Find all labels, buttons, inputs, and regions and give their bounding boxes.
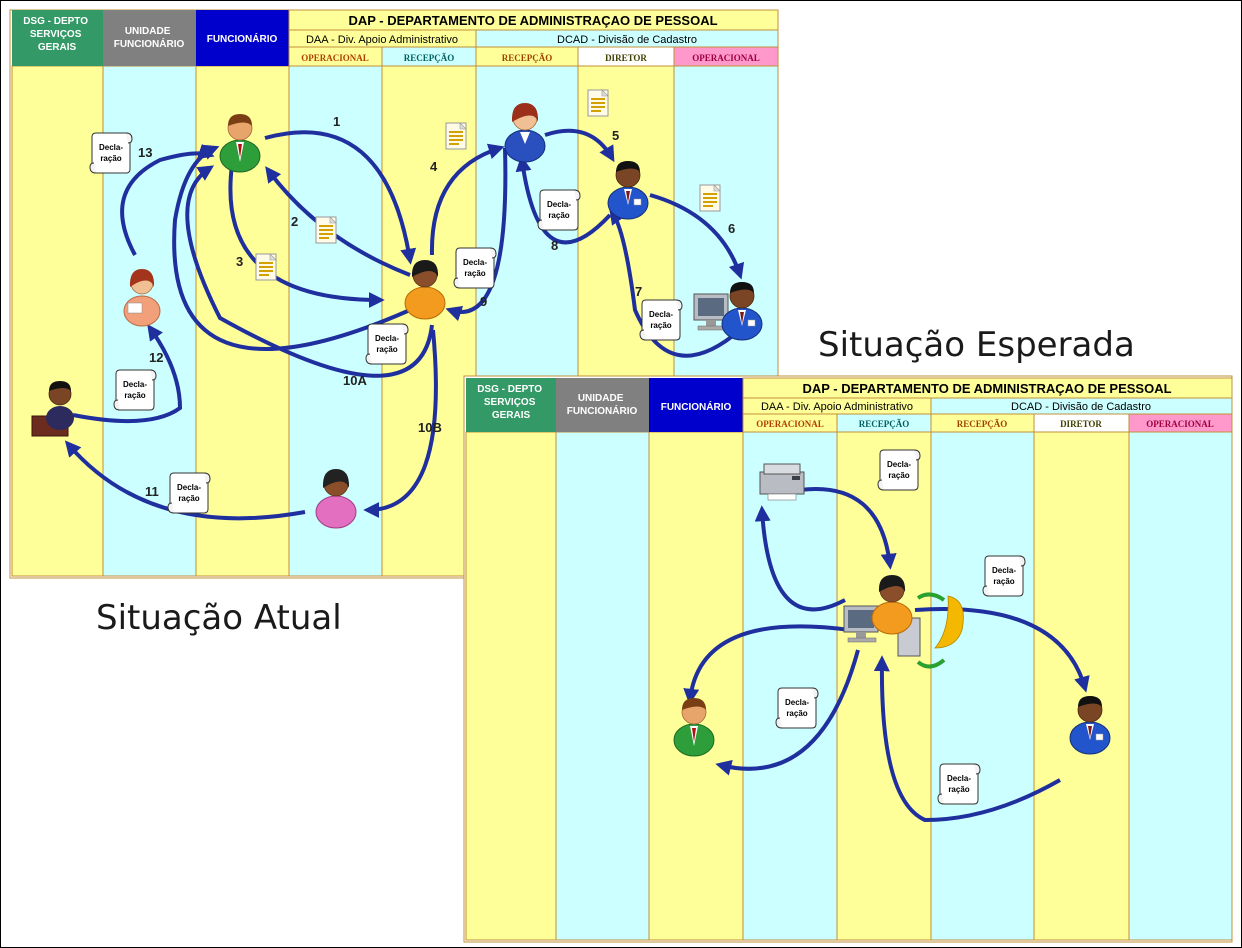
document-icon (445, 122, 467, 150)
lane-funcionario: FUNCIONÁRIO (207, 32, 278, 45)
svg-text:Decla-: Decla- (887, 460, 911, 469)
header-current: DSG - DEPTO SERVIÇOS GERAIS UNIDADE FUNC… (12, 9, 779, 67)
svg-text:Decla-: Decla- (99, 143, 123, 152)
dap-title: DAP - DEPARTAMENTO DE ADMINISTRAÇAO DE P… (802, 381, 1171, 396)
step-labels: 1 2 3 4 5 6 7 8 9 10A 10B 11 12 13 (138, 114, 735, 499)
lane-funcionario: FUNCIONÁRIO (661, 400, 732, 413)
svg-text:Decla-: Decla- (992, 566, 1016, 575)
svg-text:Decla-: Decla- (463, 258, 487, 267)
role-operacional: OPERACIONAL (692, 53, 760, 63)
dcad-title: DCAD - Divisão de Cadastro (557, 34, 697, 46)
svg-text:ração: ração (786, 709, 807, 718)
declaration-scroll-icon: Decla- ração (877, 449, 921, 491)
step-12: 12 (149, 350, 163, 365)
svg-text:ração: ração (464, 269, 485, 278)
document-icon (587, 89, 609, 117)
step-13: 13 (138, 145, 152, 160)
role-recepcao: RECEPÇÃO (957, 419, 1008, 429)
declaration-scroll-icon: Decla- ração (167, 472, 211, 514)
svg-text:ração: ração (948, 785, 969, 794)
declaration-scroll-icon: Decla- ração (775, 687, 819, 729)
svg-text:Decla-: Decla- (123, 380, 147, 389)
lane-unidade: UNIDADE FUNCIONÁRIO (567, 393, 638, 417)
step-3: 3 (236, 254, 243, 269)
svg-text:Decla-: Decla- (785, 698, 809, 707)
declaration-scroll-icon: Decla- ração (365, 323, 409, 365)
role-recepcao: RECEPÇÃO (859, 419, 910, 429)
svg-text:ração: ração (124, 391, 145, 400)
flow-arrows-expected (683, 487, 1090, 823)
header-expected: DSG - DEPTO SERVIÇOS GERAIS UNIDADE FUNC… (466, 377, 1233, 433)
step-5: 5 (612, 128, 619, 143)
lane-dsg: DSG - DEPTO SERVIÇOS GERAIS (477, 384, 545, 421)
svg-text:Decla-: Decla- (177, 483, 201, 492)
role-recepcao: RECEPÇÃO (502, 53, 553, 63)
svg-text:ração: ração (548, 211, 569, 220)
svg-text:Decla-: Decla- (547, 200, 571, 209)
role-operacional: OPERACIONAL (1146, 419, 1214, 429)
svg-text:ração: ração (993, 577, 1014, 586)
flow-arrows-current (64, 128, 745, 521)
lane-dsg: DSG - DEPTO SERVIÇOS GERAIS (23, 16, 91, 53)
step-2: 2 (291, 214, 298, 229)
declaration-scroll-icon: Decla- ração (89, 132, 133, 174)
svg-text:ração: ração (100, 154, 121, 163)
step-10a: 10A (343, 373, 367, 388)
step-8: 8 (551, 238, 558, 253)
role-recepcao: RECEPÇÃO (404, 53, 455, 63)
declaration-scroll-icon: Decla- ração (937, 763, 981, 805)
svg-text:ração: ração (178, 494, 199, 503)
caption-expected-situation: Situação Esperada (818, 325, 1135, 365)
declaration-scroll-icon: Decla- ração (982, 555, 1026, 597)
document-icon (255, 253, 277, 281)
daa-title: DAA - Div. Apoio Administrativo (306, 34, 458, 46)
svg-text:ração: ração (888, 471, 909, 480)
declaration-scroll-icon: Decla- ração (639, 299, 683, 341)
role-diretor: DIRETOR (605, 53, 647, 63)
expected-situation-diagram: DSG - DEPTO SERVIÇOS GERAIS UNIDADE FUNC… (463, 375, 1233, 943)
step-9: 9 (480, 294, 487, 309)
step-7: 7 (635, 284, 642, 299)
step-10b: 10B (418, 420, 442, 435)
declaration-scroll-icon: Decla- ração (453, 247, 497, 289)
role-operacional: OPERACIONAL (756, 419, 824, 429)
step-1: 1 (333, 114, 340, 129)
step-11: 11 (145, 484, 159, 499)
lane-unidade: UNIDADE FUNCIONÁRIO (114, 26, 185, 50)
svg-text:Decla-: Decla- (649, 310, 673, 319)
document-icon (315, 216, 337, 244)
dap-title: DAP - DEPARTAMENTO DE ADMINISTRAÇAO DE P… (348, 13, 717, 28)
svg-text:Decla-: Decla- (375, 334, 399, 343)
daa-title: DAA - Div. Apoio Administrativo (761, 401, 913, 413)
dcad-title: DCAD - Divisão de Cadastro (1011, 401, 1151, 413)
step-4: 4 (430, 159, 438, 174)
lanes-expected (465, 431, 1233, 941)
role-operacional: OPERACIONAL (301, 53, 369, 63)
role-diretor: DIRETOR (1060, 419, 1102, 429)
svg-text:Decla-: Decla- (947, 774, 971, 783)
svg-text:ração: ração (650, 321, 671, 330)
step-6: 6 (728, 221, 735, 236)
svg-text:ração: ração (376, 345, 397, 354)
declaration-scroll-icon: Decla- ração (113, 369, 157, 411)
document-icon (699, 184, 721, 212)
declaration-scroll-icon: Decla- ração (537, 189, 581, 231)
caption-current-situation: Situação Atual (96, 598, 342, 638)
